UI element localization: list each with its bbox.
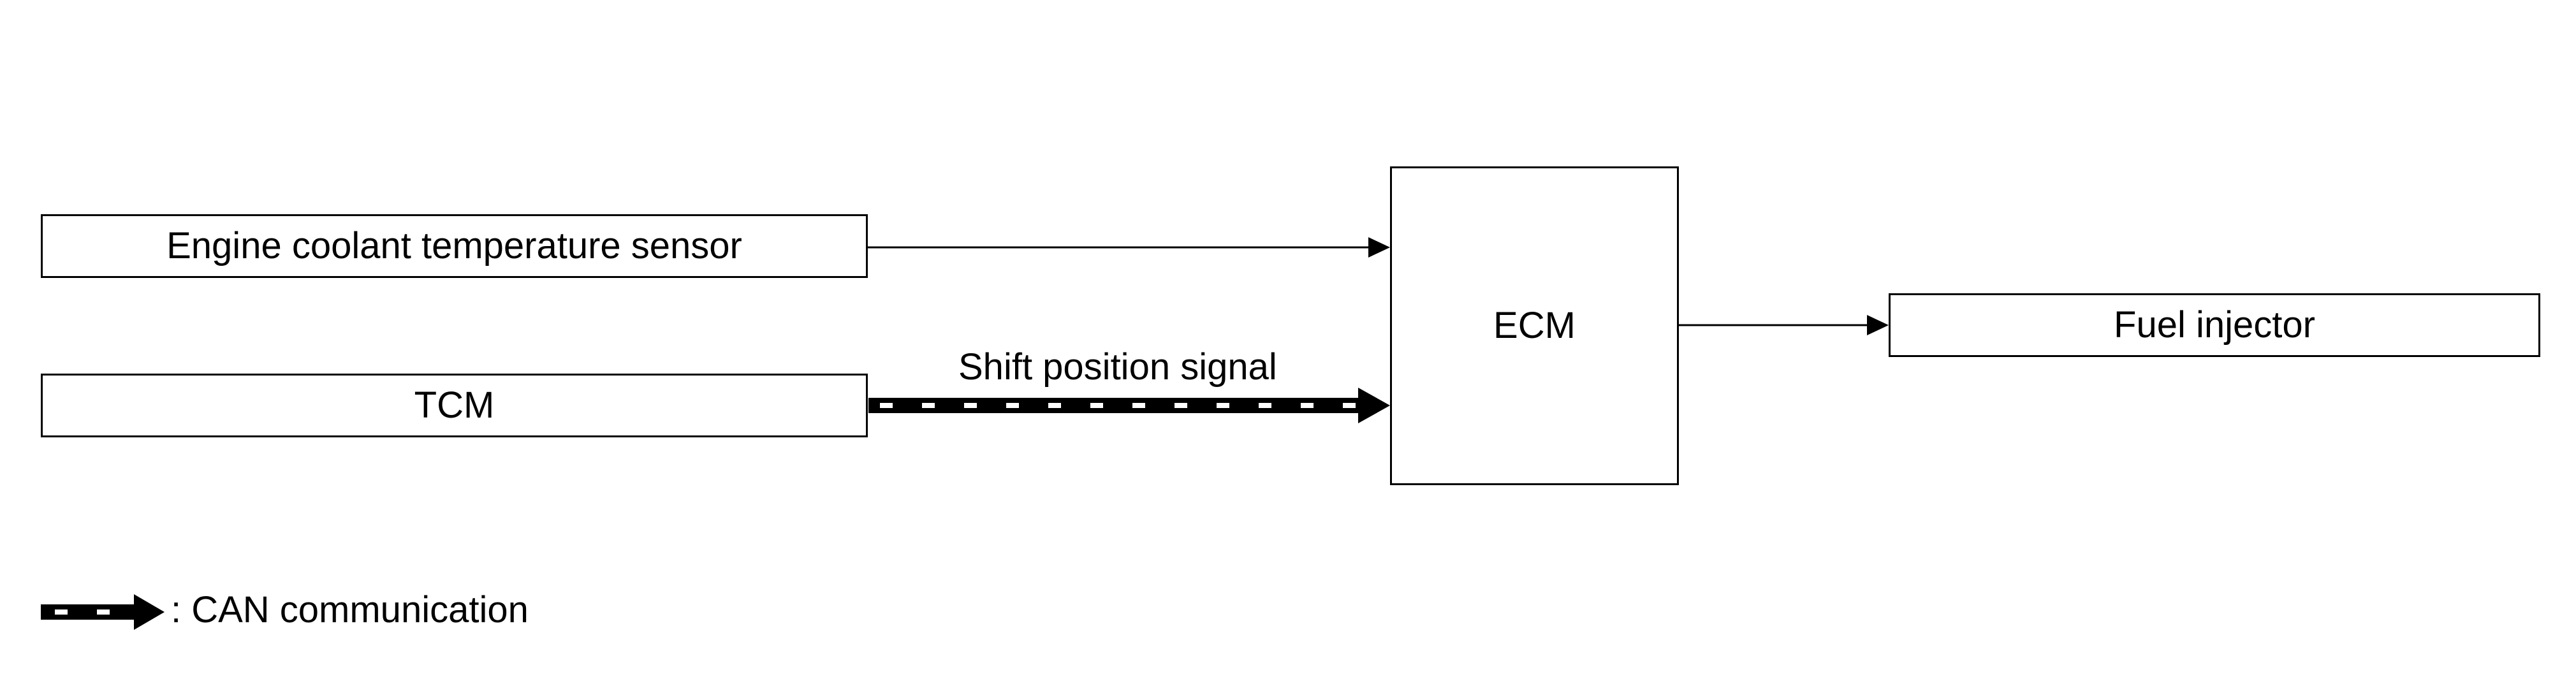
ecm-node: ECM [1390,166,1679,485]
edge-sensor-to-ecm [868,237,1390,258]
edge-ecm-to-fuel [1679,315,1889,335]
node-label: Fuel injector [2114,304,2315,346]
arrowhead [1368,237,1390,258]
edge-tcm-to-ecm [868,388,1390,423]
legend-can-arrow-icon [41,594,165,630]
legend-label: : CAN communication [171,589,529,631]
fuel-injector-node: Fuel injector [1889,293,2540,357]
arrowhead [1358,388,1390,423]
engine-coolant-temperature-sensor-node: Engine coolant temperature sensor [41,214,868,278]
node-label: TCM [414,384,495,426]
shift-position-signal-label: Shift position signal [958,346,1277,388]
tcm-node: TCM [41,374,868,437]
node-label: Engine coolant temperature sensor [166,225,742,266]
arrowhead [1867,315,1889,335]
node-label: ECM [1493,305,1576,346]
